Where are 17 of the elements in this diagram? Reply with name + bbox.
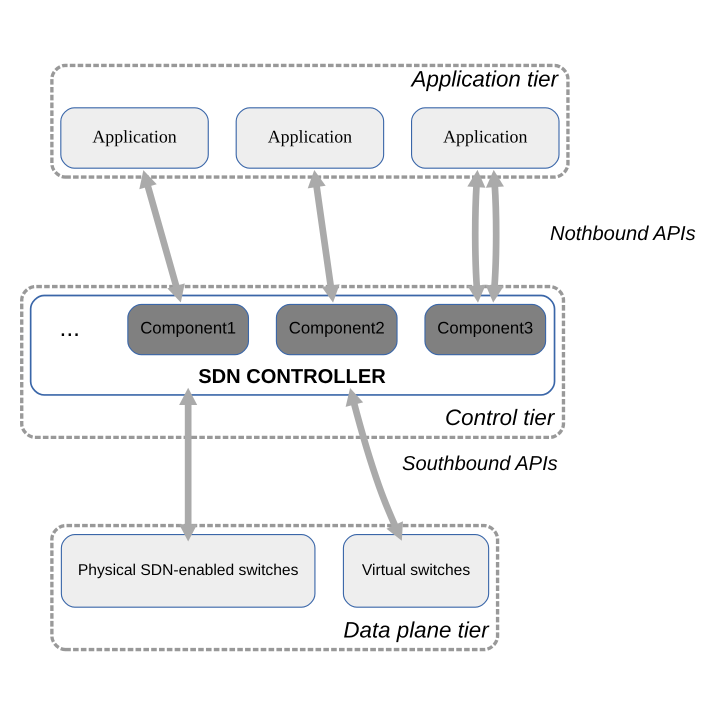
arrow xyxy=(346,388,403,541)
label: Southbound APIs xyxy=(402,453,558,476)
arrow xyxy=(179,388,198,542)
arrow xyxy=(139,170,185,302)
label: ... xyxy=(60,314,80,342)
node-box: Component3 xyxy=(424,304,546,356)
node-box: Application xyxy=(236,107,384,169)
node-box: Component1 xyxy=(127,304,250,356)
arrow xyxy=(486,170,504,303)
node-box: Physical SDN-enabled switches xyxy=(60,534,316,608)
node-box: Application xyxy=(411,107,560,169)
node-box: Component2 xyxy=(276,304,398,356)
arrow xyxy=(467,170,486,303)
label: Nothbound APIs xyxy=(550,223,696,246)
node-box: Virtual switches xyxy=(342,534,490,608)
node-box: Application xyxy=(60,107,209,169)
arrow xyxy=(308,170,340,303)
